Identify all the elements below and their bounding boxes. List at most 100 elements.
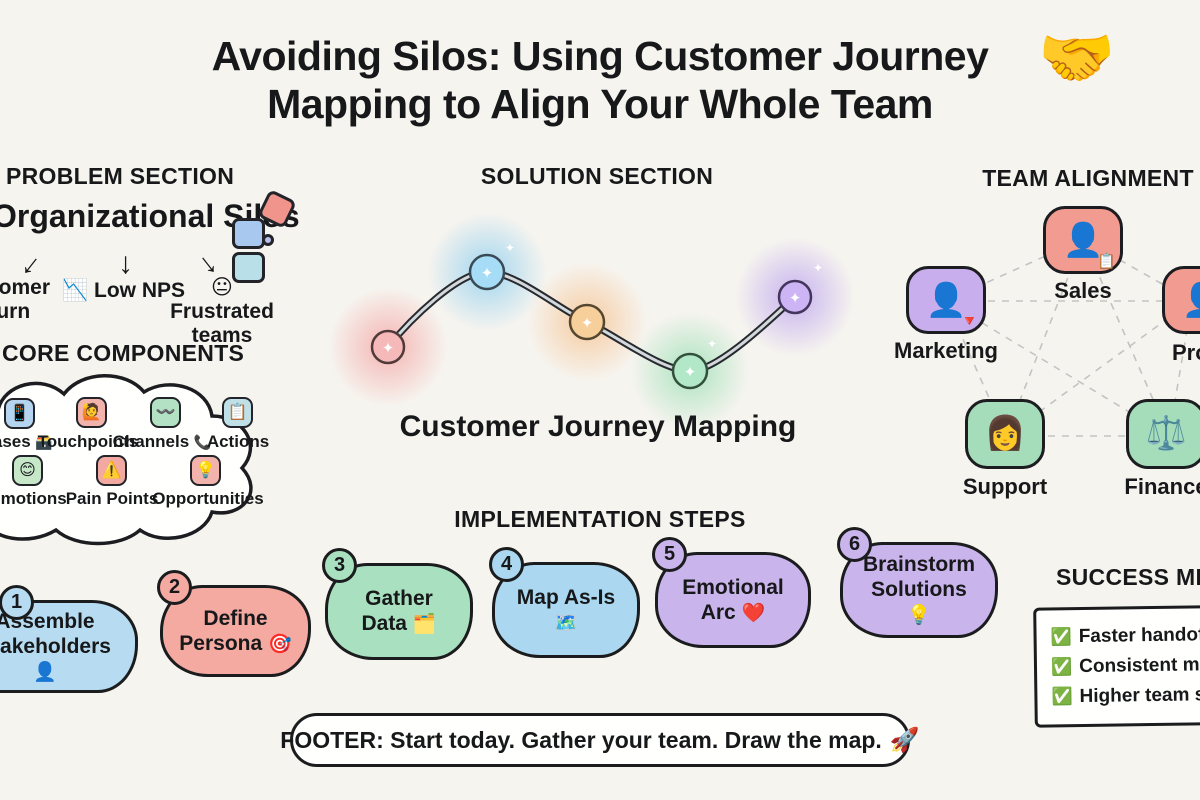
lightbulb-icon: 💡	[907, 605, 931, 626]
step-number-badge: 4	[489, 547, 524, 582]
channels-label: Channels 📞	[112, 432, 212, 451]
team-label-product: Product	[1172, 340, 1200, 365]
metric-consistent-messaging: ✅Consistent messaging	[1050, 653, 1200, 678]
step-label: Define Persona 🎯	[179, 606, 292, 655]
team-label-finance: Finance	[1124, 474, 1200, 499]
opportunities-label: Opportunities	[152, 489, 264, 508]
team-node-finance: ⚖️	[1126, 399, 1200, 469]
outcome-label: Low NPS	[94, 279, 186, 302]
phases-label: Phases 🗃️	[0, 432, 53, 451]
sparkle-icon: ✦	[481, 265, 494, 282]
step-label: Brainstorm Solutions 💡	[862, 553, 976, 626]
sparkle-icon: ✦	[382, 340, 395, 357]
journey-curve: ✦ ✦ ✦ ✦ ✦ ✦ ✦ ✦	[370, 241, 823, 390]
puzzle-icon	[232, 188, 298, 286]
scales-icon: ⚖️	[1145, 414, 1187, 451]
step-label: Emotional Arc ❤️	[682, 575, 784, 624]
team-label-sales: Sales	[1054, 278, 1112, 303]
puzzle-piece	[232, 252, 265, 283]
team-node-product: 👤	[1162, 266, 1200, 334]
target-icon: 🎯	[268, 633, 292, 655]
step-brainstorm-solutions: 6 Brainstorm Solutions 💡	[837, 527, 998, 638]
sparkle-icon: ✦	[789, 290, 802, 307]
step-define-persona: 2 Define Persona 🎯	[157, 570, 311, 677]
emotions-icon: 😊	[12, 455, 43, 486]
step-number-badge: 3	[322, 548, 357, 583]
pain-points-label: Pain Points	[65, 489, 159, 508]
channels-icon: 〰️	[150, 397, 181, 428]
solution-caption: Customer Journey Mapping	[399, 410, 797, 443]
team-label-marketing: Marketing	[894, 338, 998, 363]
metric-higher-team-satisfaction: ✅Higher team satisfaction	[1051, 682, 1200, 708]
sparkle-accent-icon: ✦	[505, 241, 515, 255]
journey-node-4	[671, 352, 709, 390]
success-metrics-heading: SUCCESS METRICS	[1056, 564, 1200, 590]
step-map-as-is: 4 Map As-Is 🗺️	[489, 547, 640, 658]
puzzle-piece	[232, 218, 265, 249]
handshake-icon: 🤝	[1038, 24, 1116, 93]
step-number-badge: 1	[0, 585, 34, 620]
sparkle-icon: ✦	[581, 315, 594, 332]
outcome-customer-churn: Customer churn	[0, 276, 51, 323]
step-gather-data: 3 Gather Data 🗂️	[322, 548, 473, 660]
page-title-line2: Mapping to Align Your Whole Team	[267, 81, 933, 127]
person-card-icon: 👤	[1062, 221, 1104, 258]
journey-node-1	[370, 329, 406, 365]
problem-section-heading: PROBLEM SECTION	[6, 163, 235, 189]
cloud-shape	[0, 374, 253, 546]
touchpoints-label: Touchpoints	[37, 432, 139, 451]
journey-node-5	[777, 279, 813, 315]
team-node-support: 👩	[965, 399, 1045, 469]
funnel-icon: 🔻	[960, 313, 979, 330]
team-node-marketing: 👤 🔻	[906, 266, 986, 334]
actions-icon: 📋	[222, 397, 253, 428]
person-icon: 👤	[33, 661, 57, 683]
support-agent-icon: 👩	[984, 414, 1026, 451]
person-funnel-icon: 👤	[925, 281, 967, 318]
outcome-frustrated-teams: 😐 Frustrated teams	[166, 276, 278, 348]
step-label: Map As-Is 🗺️	[516, 585, 616, 634]
check-icon: ✅	[1050, 627, 1072, 647]
journey-node-2	[468, 253, 506, 291]
outcome-low-nps: 📉 Low NPS	[62, 279, 185, 303]
pain-points-icon: ⚠️	[96, 455, 127, 486]
chart-down-icon: 📉	[62, 279, 89, 302]
check-icon: ✅	[1051, 687, 1073, 707]
core-components-heading: CORE COMPONENTS	[2, 340, 245, 366]
metric-faster-handoffs: ✅Faster handoffs	[1050, 624, 1200, 648]
phases-icon: 📱	[4, 398, 35, 429]
step-label: Gather Data 🗂️	[361, 587, 437, 635]
step-number-badge: 5	[652, 537, 687, 572]
person-icon: 👤	[1181, 281, 1200, 318]
sparkle-accent-icon: ✦	[813, 261, 823, 275]
step-emotional-arc: 5 Emotional Arc ❤️	[652, 537, 811, 648]
card-icon: 📋	[1097, 253, 1116, 270]
page-title: Avoiding Silos: Using Customer Journey M…	[150, 32, 1050, 128]
success-metrics-box: ✅Faster handoffs ✅Consistent messaging ✅…	[1033, 604, 1200, 728]
outcome-label: Frustrated teams	[170, 300, 274, 347]
puzzle-nub	[262, 234, 274, 246]
sparkle-accent-icon: ✦	[707, 337, 717, 351]
team-alignment-heading: TEAM ALIGNMENT	[982, 165, 1194, 191]
solution-section-heading: SOLUTION SECTION	[480, 163, 714, 189]
step-assemble-stakeholders: 1 Assemble Stakeholders 👤	[0, 585, 138, 693]
opportunities-icon: 💡	[190, 455, 221, 486]
page-title-line1: Avoiding Silos: Using Customer Journey	[211, 33, 989, 79]
neutral-face-icon: 😐	[211, 276, 233, 299]
phone-icon: 📞	[193, 434, 212, 450]
journey-node-3	[568, 303, 606, 341]
actions-label: Actions	[206, 432, 270, 451]
emotions-label: Emotions	[0, 489, 67, 508]
heart-icon: ❤️	[741, 602, 766, 624]
arrow-down-icon: ↓	[118, 247, 133, 280]
sparkle-icon: ✦	[684, 364, 697, 381]
rocket-icon: 🚀	[889, 726, 920, 754]
team-label-support: Support	[962, 474, 1048, 499]
touchpoints-icon: 🙋	[76, 397, 107, 428]
team-node-sales: 👤 📋	[1043, 206, 1123, 274]
footer-text: FOOTER: Start today. Gather your team. D…	[280, 726, 882, 753]
footer-banner: FOOTER: Start today. Gather your team. D…	[280, 713, 920, 767]
check-icon: ✅	[1050, 657, 1073, 677]
card-box-icon: 🗃️	[35, 434, 53, 450]
